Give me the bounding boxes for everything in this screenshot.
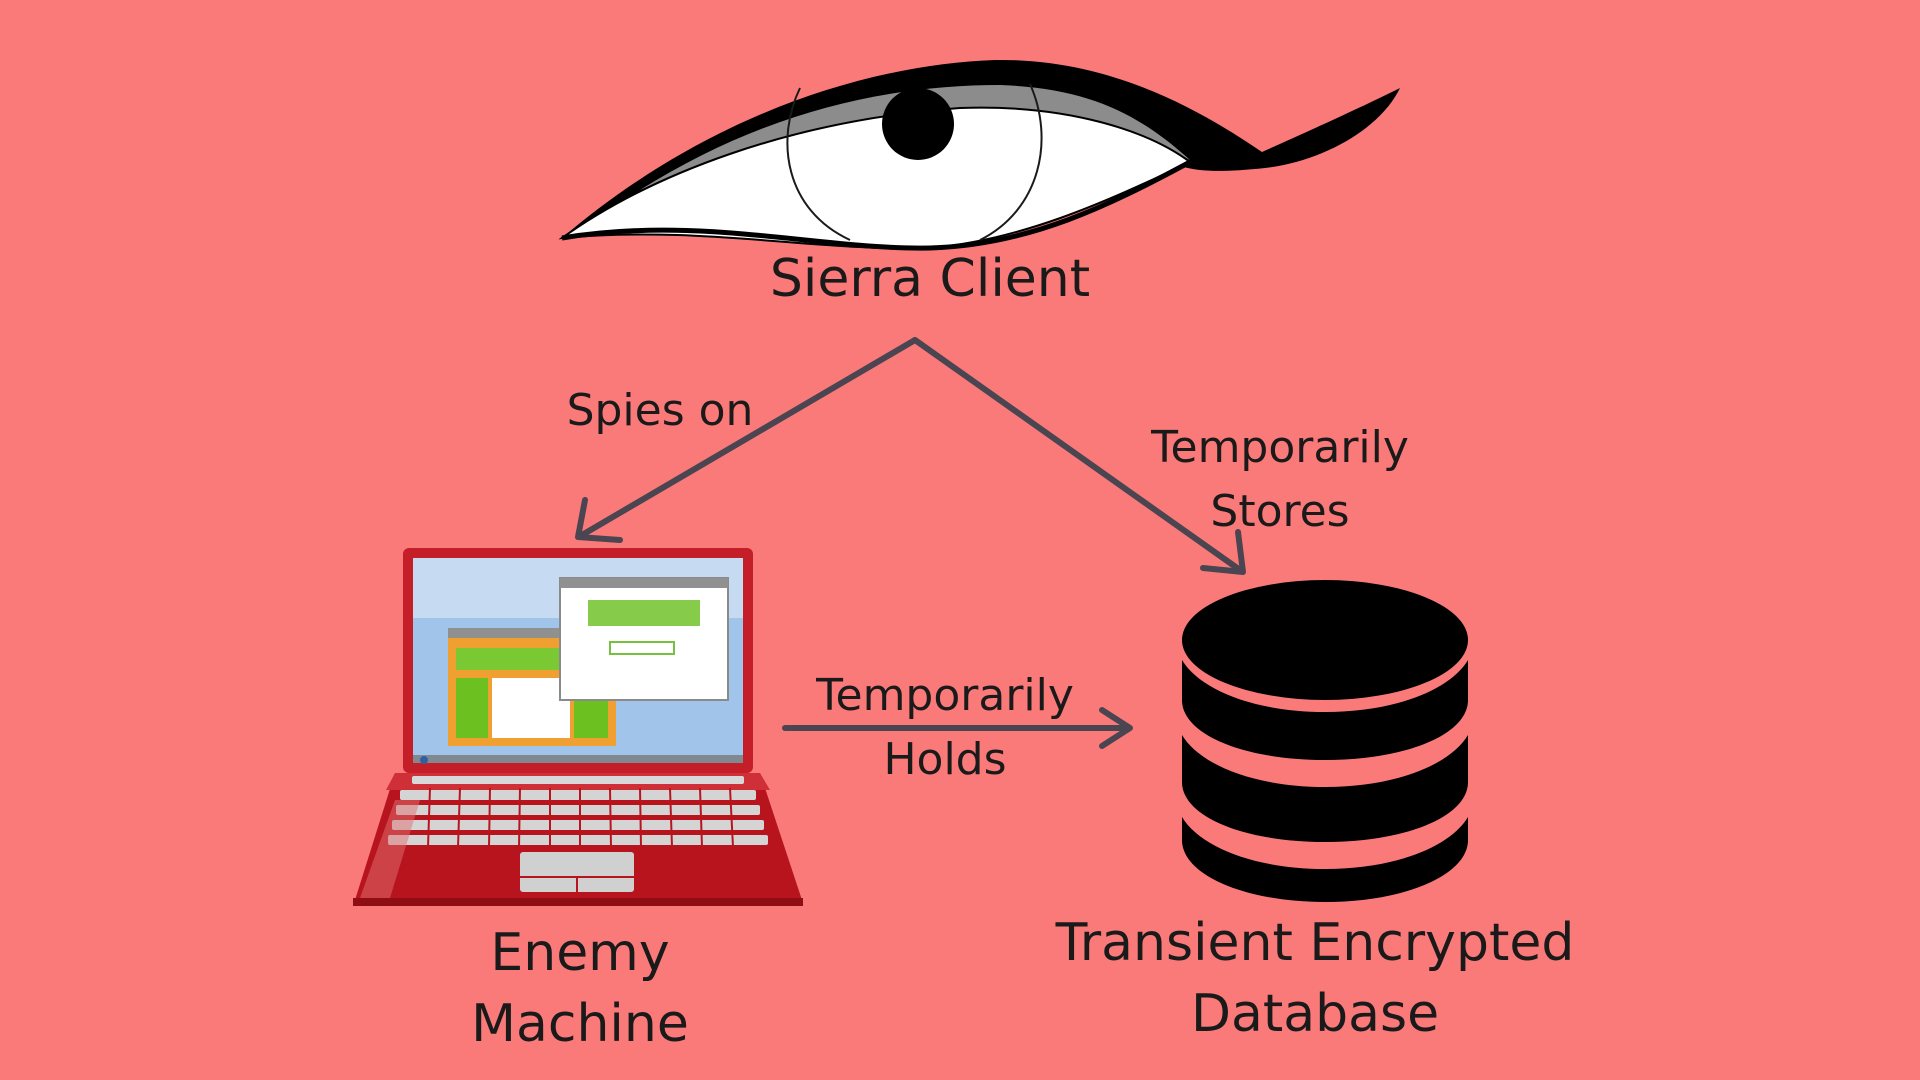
laptop-icon <box>353 548 803 906</box>
temporarily-stores-label-line2: Stores <box>1210 485 1350 537</box>
sierra-client-label: Sierra Client <box>760 249 1100 310</box>
arrow-temporarily-stores <box>912 337 1246 575</box>
temporarily-holds-label-line1: Temporarily <box>816 670 1074 721</box>
database-icon <box>1182 580 1468 902</box>
database-label-line1: Transient Encrypted <box>1055 913 1575 973</box>
spies-on-label: Spies on <box>540 385 780 437</box>
spies-on-label-text: Spies on <box>566 385 754 436</box>
database-label: Transient Encrypted Database <box>1040 908 1590 1050</box>
temporarily-holds-label: Temporarily Holds <box>795 664 1095 792</box>
eye-icon <box>558 59 1400 251</box>
sierra-client-label-text: Sierra Client <box>769 249 1091 309</box>
enemy-machine-label: Enemy Machine <box>420 918 740 1060</box>
temporarily-stores-label: Temporarily Stores <box>1130 416 1430 544</box>
database-label-line2: Database <box>1190 984 1440 1045</box>
temporarily-stores-label-line1: Temporarily <box>1151 422 1409 473</box>
arrow-spies-on <box>575 337 918 543</box>
enemy-machine-label-line1: Enemy <box>490 923 670 983</box>
temporarily-holds-label-line2: Holds <box>883 733 1007 785</box>
arrow-temporarily-holds <box>782 707 1133 749</box>
enemy-machine-label-line2: Machine <box>471 994 689 1055</box>
